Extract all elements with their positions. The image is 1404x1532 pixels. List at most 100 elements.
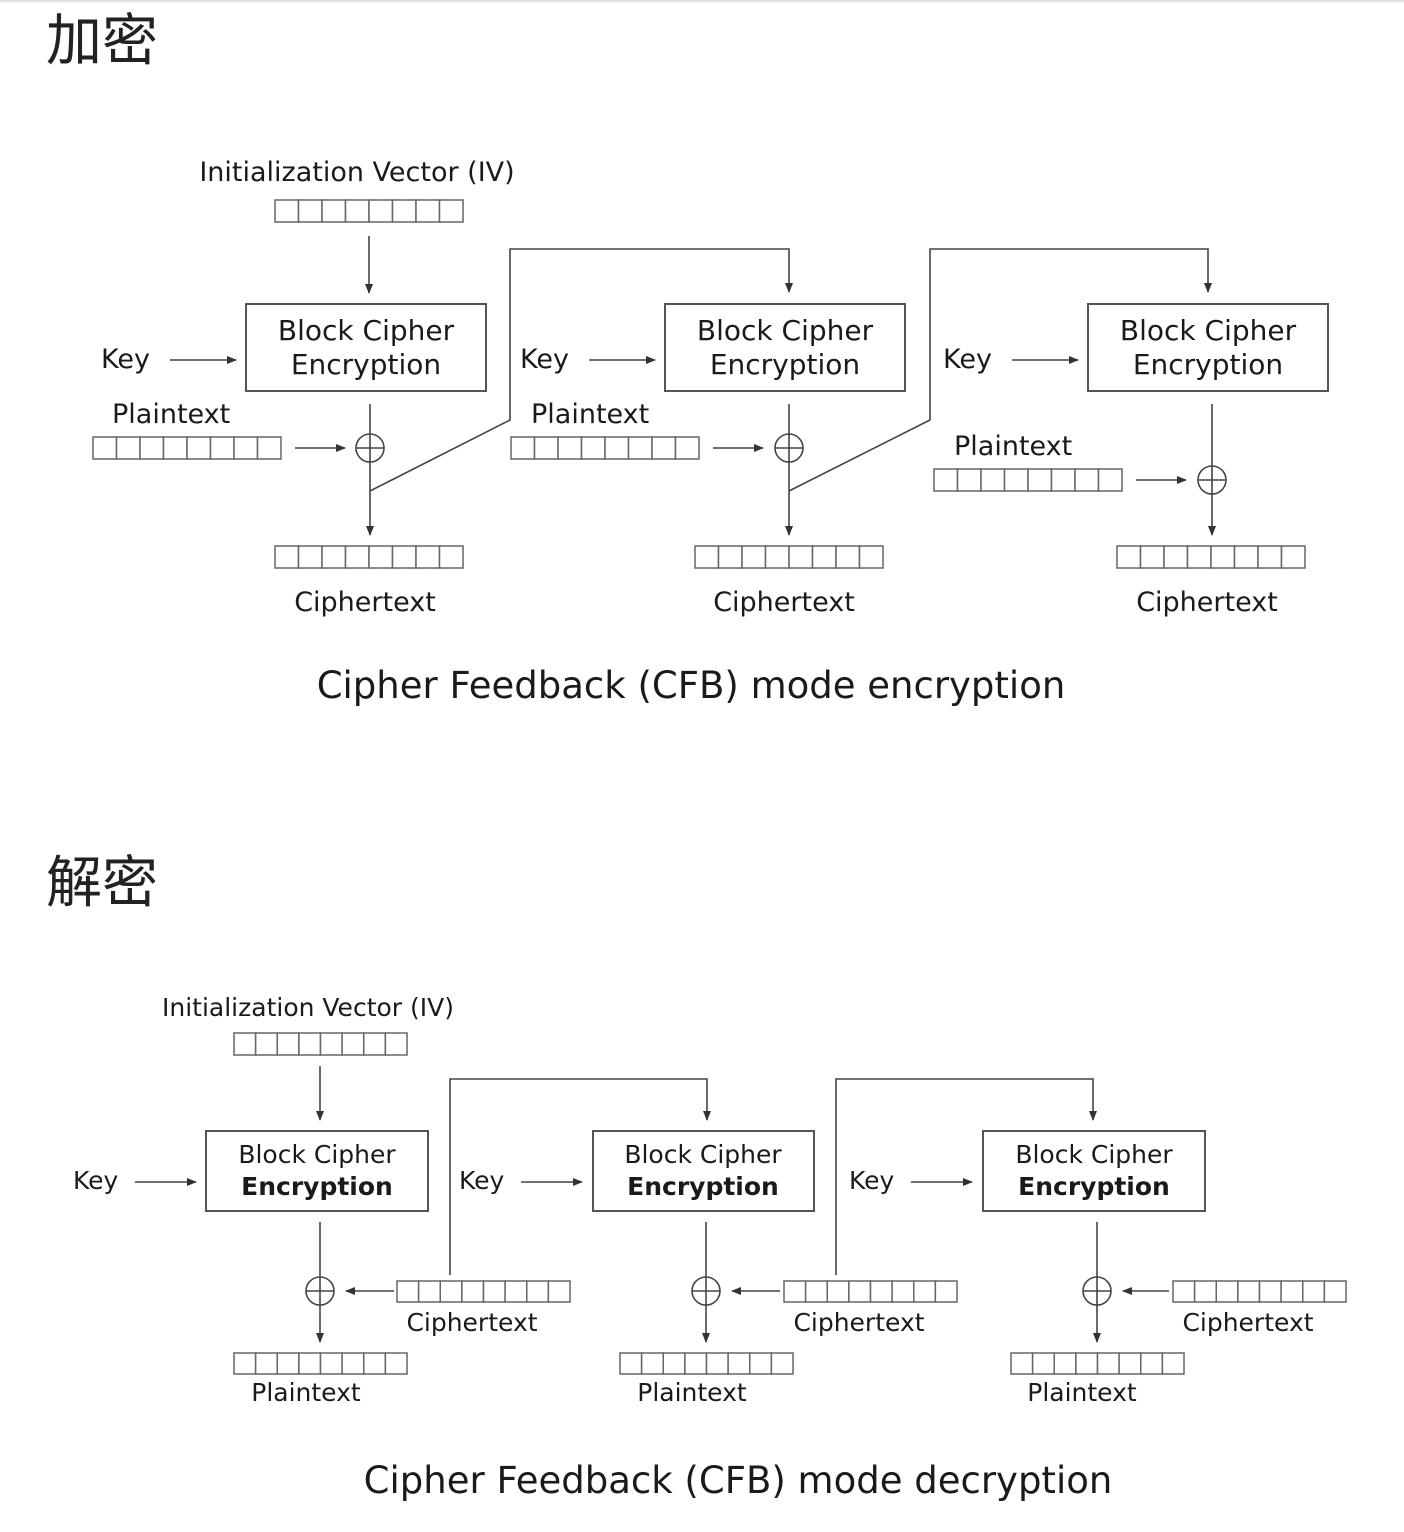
register-cell [482,1280,506,1303]
register-cell [1027,468,1053,492]
register-cell [341,1352,365,1375]
enc-ciphertext-register-2 [694,545,884,569]
register-cell [233,436,259,460]
dec-block-line1-2: Block Cipher [624,1140,782,1169]
register-cell [604,436,630,460]
register-cell [1097,468,1123,492]
enc-stage-1: Key Block Cipher Encryption Plaintext Ci… [92,248,793,618]
enc-block-line2-3: Encryption [1133,348,1283,381]
register-cell [533,436,559,460]
register-cell [835,545,861,569]
register-cell [1163,545,1189,569]
enc-plaintext-register-3 [933,468,1123,492]
register-cell [341,1032,365,1056]
register-cell [770,1352,794,1375]
register-cell [1140,1352,1164,1375]
register-cell [764,545,790,569]
dec-block-cipher-3 [982,1130,1206,1212]
enc-feedback-line-2 [788,248,1212,492]
register-cell [804,1280,829,1303]
enc-stage-2: Key Block Cipher Encryption Plaintext Ci… [510,248,1212,618]
enc-plaintext-label-1: Plaintext [112,399,230,430]
dec-plaintext-register-1 [233,1352,408,1375]
register-cell [1302,1280,1326,1303]
register-cell [651,436,677,460]
enc-ciphertext-label-3: Ciphertext [1136,587,1278,618]
register-cell [256,436,282,460]
dec-plaintext-register-3 [1010,1352,1185,1375]
register-cell [319,1352,343,1375]
register-cell [717,545,743,569]
dec-feedback-line-2 [835,1078,1097,1275]
register-cell [1161,1352,1185,1375]
register-cell [684,1352,708,1375]
register-cell [115,436,141,460]
register-cell [619,1352,643,1375]
register-cell [1096,1352,1120,1375]
register-cell [363,1032,387,1056]
register-cell [461,1280,485,1303]
dec-xor-1 [305,1276,335,1306]
register-cell [727,1352,751,1375]
register-cell [891,1280,915,1303]
register-cell [674,436,700,460]
register-cell [384,1032,408,1056]
register-cell [438,545,464,569]
register-cell [1280,545,1306,569]
register-cell [1074,468,1100,492]
register-cell [417,1280,442,1303]
register-cell [368,199,394,223]
encryption-heading: 加密 [46,9,158,74]
dec-ciphertext-label-3: Ciphertext [1182,1308,1313,1337]
register-cell [1193,1280,1218,1303]
register-cell [848,1280,872,1303]
register-cell [297,199,323,223]
register-cell [1139,545,1165,569]
register-cell [384,1352,408,1375]
dec-xor-2 [691,1276,721,1306]
enc-key-label-3: Key [943,344,992,375]
register-cell [1280,1280,1304,1303]
dec-ciphertext-label-1: Ciphertext [406,1308,537,1337]
register-cell [1075,1352,1099,1375]
register-cell [980,468,1006,492]
register-cell [276,1032,300,1056]
register-cell [934,1280,958,1303]
register-cell [391,545,417,569]
enc-iv-label: Initialization Vector (IV) [199,157,514,188]
enc-feedback-line-1 [369,248,793,492]
dec-ciphertext-register-3 [1172,1280,1347,1303]
dec-feedback-line-1 [449,1078,711,1275]
dec-block-cipher-1 [205,1130,429,1212]
register-cell [526,1280,550,1303]
register-cell [640,1352,665,1375]
dec-key-label-3: Key [849,1166,895,1195]
register-cell [1186,545,1212,569]
register-cell [298,1032,322,1056]
dec-key-label-1: Key [73,1166,119,1195]
encryption-diagram: Initialization Vector (IV) Key Block Cip… [92,157,1329,707]
enc-xor-3 [1197,465,1227,495]
enc-ciphertext-label-1: Ciphertext [294,587,436,618]
decryption-diagram: Initialization Vector (IV) Key Block Cip… [73,993,1347,1502]
dec-plaintext-label-1: Plaintext [251,1378,361,1407]
register-cell [1258,1280,1282,1303]
dec-ciphertext-register-1 [396,1280,571,1303]
dec-stage-2: Key Block Cipher Encryption Ciphertext P… [459,1078,1097,1407]
dec-block-line2-3: Encryption [1018,1172,1170,1201]
enc-block-cipher-1 [245,303,487,392]
register-cell [298,1352,322,1375]
decryption-heading: 解密 [46,851,158,916]
enc-ciphertext-label-2: Ciphertext [713,587,855,618]
dec-caption: Cipher Feedback (CFB) mode decryption [364,1459,1113,1502]
enc-block-line1-2: Block Cipher [697,314,874,347]
dec-key-label-2: Key [459,1166,505,1195]
top-shadow-bar [0,0,1404,4]
register-cell [321,545,347,569]
register-cell [826,1280,850,1303]
dec-ciphertext-label-2: Ciphertext [793,1308,924,1337]
dec-iv-register [233,1032,408,1056]
dec-plaintext-register-2 [619,1352,794,1375]
dec-block-cipher-2 [592,1130,815,1212]
register-cell [274,199,300,223]
